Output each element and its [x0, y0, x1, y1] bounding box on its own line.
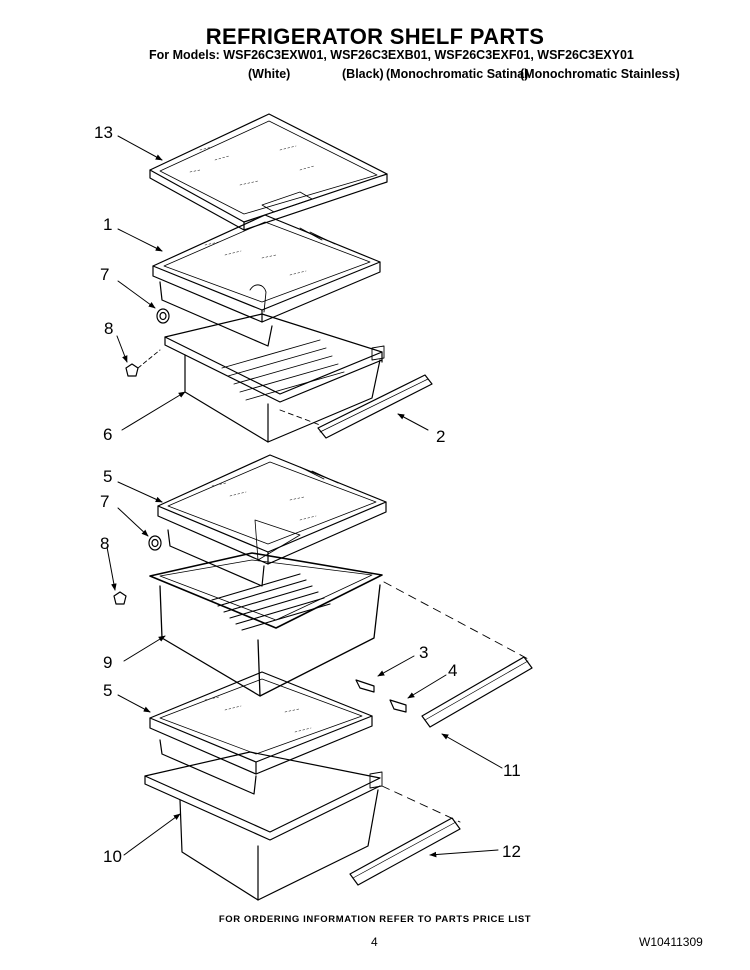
color-black: (Black): [342, 67, 384, 81]
callout-9: 9: [103, 653, 112, 672]
lower-shelf-frame: [149, 671, 373, 795]
upper-drawer: [164, 313, 385, 443]
upper-screw: [125, 363, 139, 377]
callout-7: 7: [100, 265, 109, 284]
callout-5b: 5: [103, 681, 112, 700]
model-list: For Models: WSF26C3EXW01, WSF26C3EXB01, …: [149, 48, 634, 62]
callout-5: 5: [103, 467, 112, 486]
page-title: REFRIGERATOR SHELF PARTS: [205, 24, 545, 49]
middle-screw: [113, 591, 127, 605]
callout-11: 11: [503, 761, 521, 780]
callout-8: 8: [104, 319, 113, 338]
callout-6: 6: [103, 425, 112, 444]
document-number: W10411309: [639, 935, 703, 949]
callout-12: 12: [502, 842, 521, 861]
middle-rail-cover: [421, 656, 533, 728]
ordering-note: FOR ORDERING INFORMATION REFER TO PARTS …: [218, 914, 532, 925]
callout-8b: 8: [100, 534, 109, 553]
callout-1: 1: [103, 215, 112, 234]
callout-4: 4: [448, 661, 457, 680]
upper-rail-cover: [317, 374, 433, 439]
bracket-part-4: [389, 699, 407, 713]
callout-7b: 7: [100, 492, 109, 511]
callout-2: 2: [436, 427, 445, 446]
middle-roller: [148, 535, 162, 551]
color-stainless: (Monochromatic Stainless): [520, 67, 680, 81]
callout-3: 3: [419, 643, 428, 662]
page-number: 4: [371, 935, 378, 949]
callout-10: 10: [103, 847, 122, 866]
leader-lines: [106, 135, 503, 858]
color-satina: (Monochromatic Satina): [386, 67, 529, 81]
middle-drawer: [149, 552, 531, 697]
color-white: (White): [248, 67, 291, 81]
upper-roller: [156, 308, 170, 324]
lower-rail-cover: [349, 817, 461, 886]
lower-drawer: [144, 751, 461, 901]
upper-shelf-frame: [152, 214, 381, 347]
bracket-part-3: [355, 679, 375, 693]
top-glass-shelf: [149, 113, 388, 231]
callout-13: 13: [94, 123, 113, 142]
